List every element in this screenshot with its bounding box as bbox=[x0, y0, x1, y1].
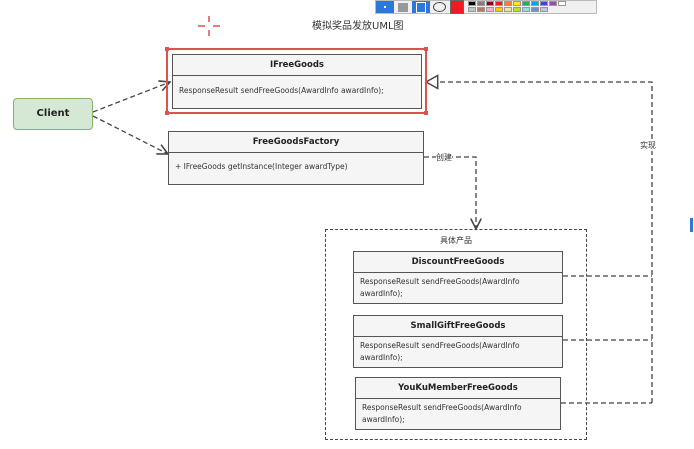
ifreegoods-class[interactable]: IFreeGoods ResponseResult sendFreeGoods(… bbox=[172, 54, 422, 109]
factory-name: FreeGoodsFactory bbox=[169, 132, 423, 153]
scroll-indicator[interactable] bbox=[690, 218, 693, 232]
dot-tool-icon[interactable] bbox=[376, 1, 394, 13]
ellipse-tool-icon[interactable] bbox=[430, 1, 448, 13]
color-swatch[interactable] bbox=[540, 1, 548, 6]
discountfreegoods-class[interactable]: DiscountFreeGoods ResponseResult sendFre… bbox=[353, 251, 563, 304]
concrete-products-group bbox=[325, 229, 587, 440]
color-swatch[interactable] bbox=[477, 1, 485, 6]
color-swatch[interactable] bbox=[495, 1, 503, 6]
color-swatch[interactable] bbox=[477, 7, 485, 12]
product-name: DiscountFreeGoods bbox=[354, 252, 562, 273]
product-method-line: awardInfo); bbox=[360, 289, 403, 298]
freegoodsfactory-class[interactable]: FreeGoodsFactory + IFreeGoods getInstanc… bbox=[168, 131, 424, 185]
color-swatch[interactable] bbox=[513, 1, 521, 6]
color-swatch[interactable] bbox=[513, 7, 521, 12]
product-method-line: awardInfo); bbox=[362, 415, 405, 424]
group-label: 具体产品 bbox=[440, 236, 472, 245]
ifreegoods-name: IFreeGoods bbox=[173, 55, 421, 76]
color-swatch[interactable] bbox=[549, 1, 557, 6]
product-method-line: awardInfo); bbox=[360, 353, 403, 362]
rectangle-tool-icon[interactable] bbox=[412, 1, 430, 13]
client-node[interactable]: Client bbox=[13, 98, 93, 130]
color-swatch[interactable] bbox=[495, 7, 503, 12]
color-swatch[interactable] bbox=[486, 1, 494, 6]
color-swatch[interactable] bbox=[540, 7, 548, 12]
color-swatch[interactable] bbox=[558, 1, 566, 6]
implement-label: 实现 bbox=[640, 140, 656, 151]
product-method-line: ResponseResult sendFreeGoods(AwardInfo bbox=[362, 403, 522, 412]
product-name: YouKuMemberFreeGoods bbox=[356, 378, 560, 399]
youkumemberfreegoods-class[interactable]: YouKuMemberFreeGoods ResponseResult send… bbox=[355, 377, 561, 430]
color-swatch[interactable] bbox=[468, 1, 476, 6]
product-name: SmallGiftFreeGoods bbox=[354, 316, 562, 337]
crosshair-icon bbox=[198, 16, 220, 36]
color-palette bbox=[468, 1, 568, 13]
color-swatch[interactable] bbox=[522, 1, 530, 6]
create-label: 创建 bbox=[436, 152, 452, 163]
current-color-icon[interactable] bbox=[448, 0, 466, 14]
factory-method: + IFreeGoods getInstance(Integer awardTy… bbox=[175, 162, 348, 171]
edge-client-ifree bbox=[92, 82, 170, 113]
drawing-toolbar bbox=[375, 0, 597, 14]
color-swatch[interactable] bbox=[486, 7, 494, 12]
product-method-line: ResponseResult sendFreeGoods(AwardInfo bbox=[360, 277, 520, 286]
ifreegoods-method: ResponseResult sendFreeGoods(AwardInfo a… bbox=[179, 86, 384, 95]
product-method-line: ResponseResult sendFreeGoods(AwardInfo bbox=[360, 341, 520, 350]
color-swatch[interactable] bbox=[504, 1, 512, 6]
color-swatch[interactable] bbox=[531, 7, 539, 12]
smallgiftfreegoods-class[interactable]: SmallGiftFreeGoods ResponseResult sendFr… bbox=[353, 315, 563, 368]
color-swatch[interactable] bbox=[504, 7, 512, 12]
color-swatch[interactable] bbox=[531, 1, 539, 6]
color-swatch[interactable] bbox=[468, 7, 476, 12]
edge-client-factory bbox=[92, 115, 168, 154]
selection-outline bbox=[165, 47, 428, 115]
color-swatch[interactable] bbox=[522, 7, 530, 12]
gray-square-tool-icon[interactable] bbox=[394, 1, 412, 13]
edge-implement-trunk bbox=[424, 74, 653, 403]
edge-factory-create bbox=[424, 156, 476, 229]
diagram-title: 模拟奖品发放UML图 bbox=[312, 21, 404, 32]
